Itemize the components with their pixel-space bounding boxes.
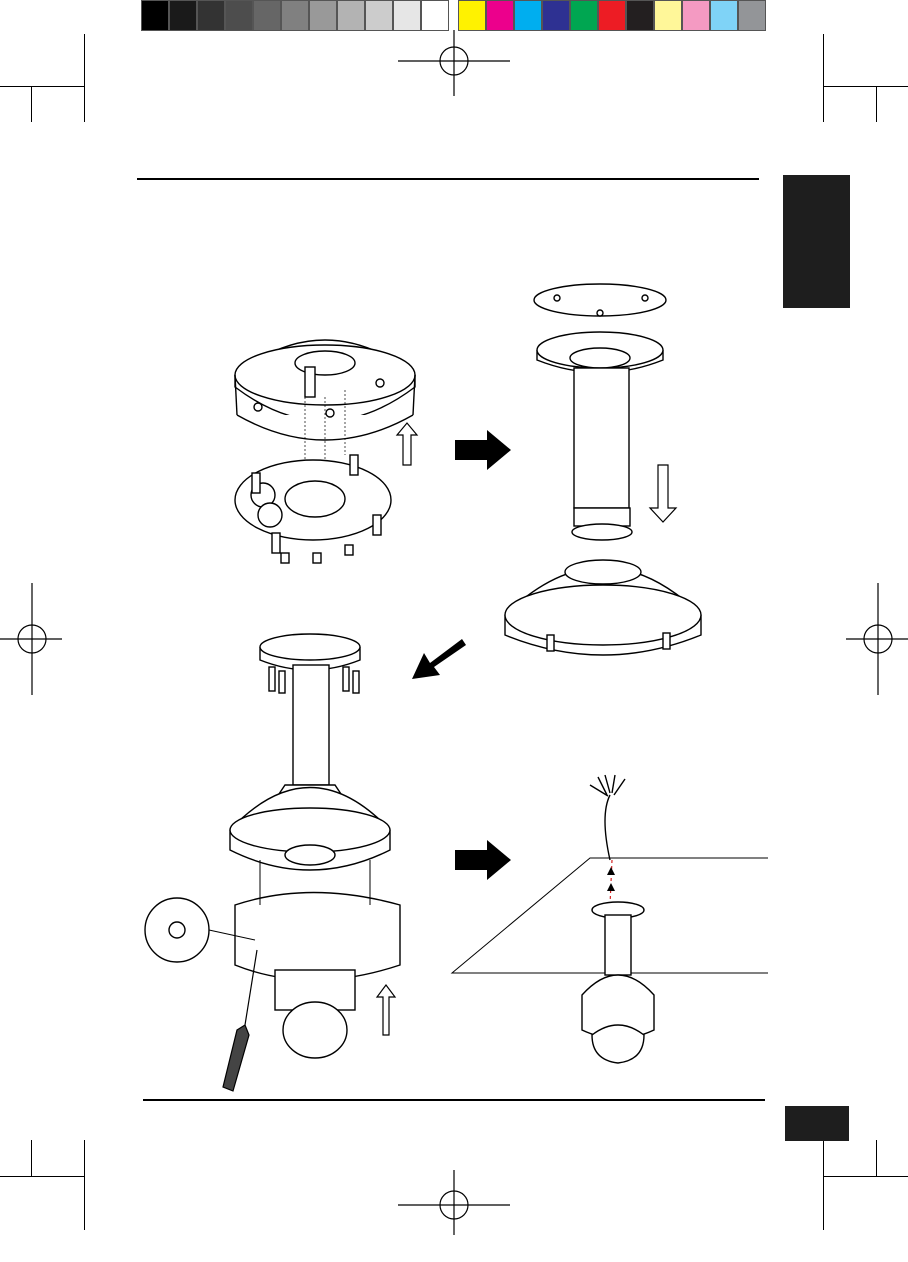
dome-housing-exploded-icon [225, 315, 425, 575]
page-number-box [785, 1106, 849, 1141]
camera-screwdriver-icon [145, 625, 420, 1095]
header-rule [137, 178, 759, 180]
cable-path [610, 860, 612, 905]
pendant-tube-mount-icon [495, 280, 715, 670]
ceiling-mounted-camera-icon [450, 775, 770, 1085]
language-tab [783, 175, 850, 308]
footer-rule [143, 1099, 765, 1101]
